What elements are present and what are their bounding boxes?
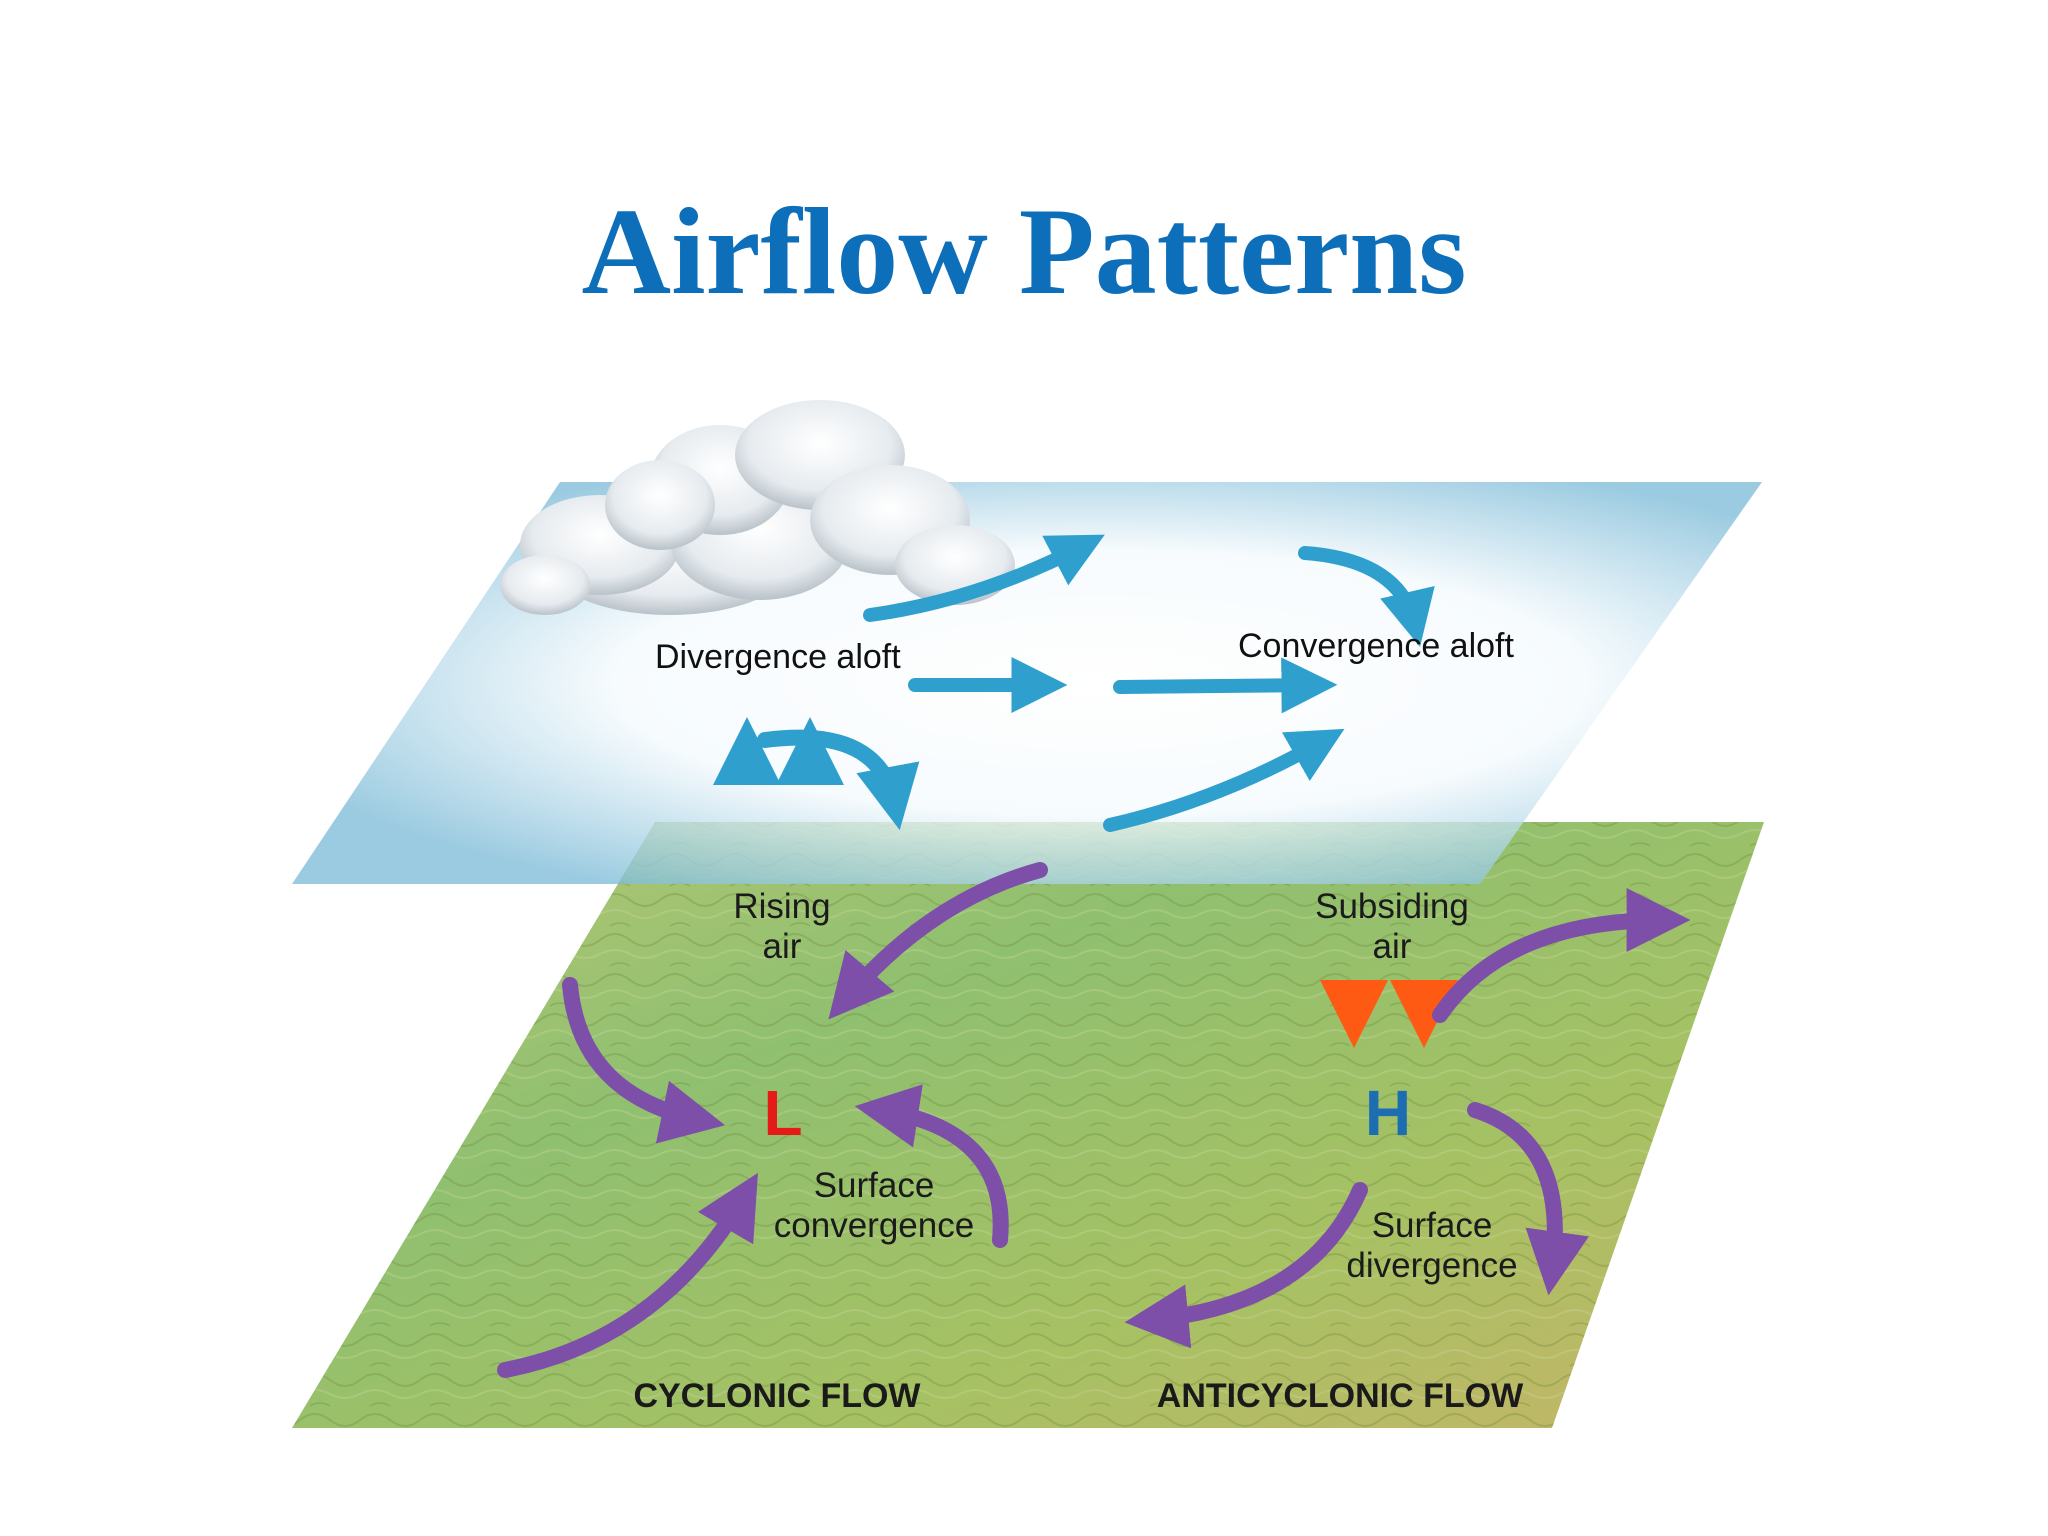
rising-air-label-line2: air: [763, 927, 802, 966]
aloft-arrow-curve-down: [1298, 546, 1435, 647]
subsiding-air-label-line1: Subsiding: [1315, 887, 1469, 926]
surface-arrow-anticyclonic-top-right: [1432, 888, 1691, 1023]
surface-arrow-cyclonic-right: [854, 1084, 1009, 1248]
slide-title: Airflow Patterns: [581, 183, 1467, 320]
divergence-aloft-label: Divergence aloft: [655, 638, 901, 676]
cyclonic-flow-label: CYCLONIC FLOW: [633, 1377, 921, 1415]
surface-divergence-label-line2: divergence: [1346, 1246, 1517, 1285]
anticyclonic-flow-label: ANTICYCLONIC FLOW: [1157, 1377, 1524, 1415]
ground-terrain-texture: [292, 822, 1764, 1428]
surface-arrow-cyclonic-left: [562, 977, 726, 1144]
aloft-arrow-to-convergence: [1113, 657, 1338, 714]
rising-air-label-line1: Rising: [733, 887, 830, 926]
cloud-icon: [500, 400, 1015, 615]
surface-convergence-label-line1: Surface: [814, 1166, 935, 1205]
low-pressure-marker: L: [763, 1077, 802, 1149]
surface-divergence-label-line1: Surface: [1372, 1206, 1493, 1245]
surface-arrow-anticyclonic-right: [1467, 1102, 1589, 1296]
subsiding-air-label-line2: air: [1373, 927, 1412, 966]
surface-arrow-anticyclonic-bottom: [1124, 1182, 1368, 1349]
aloft-arrow-divergence-up: [863, 534, 1105, 622]
surface-arrow-cyclonic-bottom: [497, 1172, 758, 1378]
surface-convergence-label-line2: convergence: [774, 1206, 974, 1245]
aloft-arrow-lower-convergence: [1103, 728, 1345, 832]
high-pressure-marker: H: [1365, 1077, 1411, 1149]
convergence-aloft-label: Convergence aloft: [1238, 627, 1515, 665]
surface-arrow-cyclonic-top: [828, 862, 1048, 1020]
